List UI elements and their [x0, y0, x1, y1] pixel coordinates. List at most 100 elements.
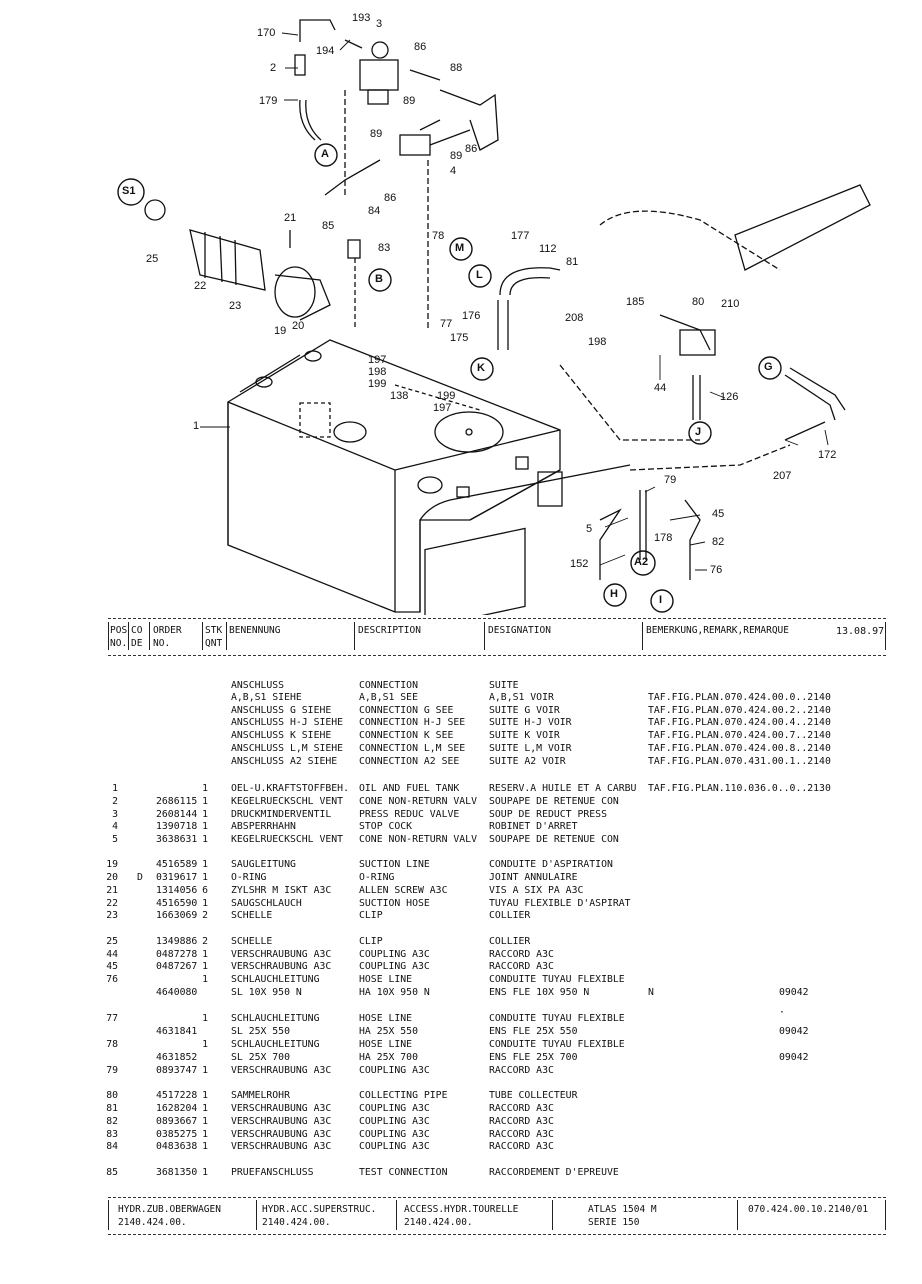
- designation-cell: RACCORD A3C: [489, 949, 554, 960]
- designation-cell: RESERV.A HUILE ET A CARBU: [489, 783, 637, 794]
- designation-cell: SUITE G VOIR: [489, 705, 560, 716]
- header-bar: [202, 622, 203, 650]
- order-cell: 0487278: [156, 949, 198, 960]
- designation-cell: RACCORD A3C: [489, 961, 554, 972]
- designation-cell: A,B,S1 VOIR: [489, 692, 554, 703]
- designation-cell: RACCORD A3C: [489, 1116, 554, 1127]
- description-cell: CONE NON-RETURN VALV: [359, 796, 477, 807]
- callout: 170: [257, 27, 276, 39]
- pos-cell: 2: [112, 796, 118, 807]
- callout: 198: [588, 336, 607, 348]
- pos-cell: 23: [106, 910, 118, 921]
- benennung-cell: ANSCHLUSS H-J SIEHE: [231, 717, 344, 728]
- remark-cell: TAF.FIG.PLAN.070.424.00.7..2140: [648, 730, 831, 741]
- callout: 185: [626, 296, 645, 308]
- order-cell: 4516589: [156, 859, 198, 870]
- callout: 207: [773, 470, 792, 482]
- callout: 210: [721, 298, 740, 310]
- callout: 208: [565, 312, 584, 324]
- footer-bar: [552, 1200, 553, 1230]
- description-cell: CONNECTION A2 SEE: [359, 756, 460, 767]
- description-cell: O-RING: [359, 872, 395, 883]
- pos-cell: 84: [106, 1141, 118, 1152]
- benennung-cell: SAMMELROHR: [231, 1090, 290, 1101]
- benennung-cell: ZYLSHR M ISKT A3C: [231, 885, 332, 896]
- callout: 138: [390, 390, 409, 402]
- callout: 84: [368, 205, 381, 217]
- description-cell: PRESS REDUC VALVE: [359, 809, 460, 820]
- header-bar: [885, 622, 886, 650]
- callout: 198: [368, 366, 387, 378]
- collecting-pipe-hoses: [394, 184, 871, 580]
- benennung-cell: SCHLAUCHLEITUNG: [231, 1039, 320, 1050]
- oil-fuel-tank: [227, 339, 631, 629]
- qty-cell: 1: [202, 1013, 208, 1024]
- description-cell: COLLECTING PIPE: [359, 1090, 448, 1101]
- benennung-cell: PRUEFANSCHLUSS: [231, 1167, 314, 1178]
- description-cell: HOSE LINE: [359, 974, 413, 985]
- order-cell: 4516590: [156, 898, 198, 909]
- header-bottom-rule: [108, 655, 886, 656]
- callout: 199: [368, 378, 387, 390]
- callout: 86: [384, 192, 397, 204]
- qty-cell: 1: [202, 961, 208, 972]
- circle-label-b: B: [375, 273, 383, 285]
- callout: 176: [462, 310, 481, 322]
- description-cell: COUPLING A3C: [359, 1065, 430, 1076]
- designation-cell: ENS FLE 25X 700: [489, 1052, 578, 1063]
- order-cell: 1663069: [156, 910, 198, 921]
- qty-cell: 1: [202, 898, 208, 909]
- description-cell: SUCTION HOSE: [359, 898, 430, 909]
- description-cell: SUCTION LINE: [359, 859, 430, 870]
- qty-cell: 6: [202, 885, 208, 896]
- benennung-cell: OEL-U.KRAFTSTOFFBEH.: [231, 783, 349, 794]
- callout: 89: [403, 95, 416, 107]
- description-cell: CONE NON-RETURN VALV: [359, 834, 477, 845]
- order-cell: 0487267: [156, 961, 198, 972]
- designation-cell: JOINT ANNULAIRE: [489, 872, 578, 883]
- qty-cell: 1: [202, 1141, 208, 1152]
- order-cell: 4631852: [156, 1052, 198, 1063]
- callout: 80: [692, 296, 705, 308]
- circle-label-i: I: [659, 594, 663, 606]
- remark-cell: TAF.FIG.PLAN.070.424.00.2..2140: [648, 705, 831, 716]
- benennung-cell: O-RING: [231, 872, 267, 883]
- qty-cell: 1: [202, 872, 208, 883]
- callout: 5: [586, 523, 593, 535]
- pos-cell: 85: [106, 1167, 118, 1178]
- benennung-cell: SL 25X 550: [231, 1026, 290, 1037]
- designation-cell: ENS FLE 10X 950 N: [489, 987, 590, 998]
- circle-label-g: G: [764, 361, 773, 373]
- description-cell: CONNECTION H-J SEE: [359, 717, 466, 728]
- header-top-rule: [108, 618, 886, 619]
- qty-cell: 1: [202, 1167, 208, 1178]
- callout: 86: [414, 41, 427, 53]
- description-cell: CONNECTION L,M SEE: [359, 743, 466, 754]
- leader-lines: [200, 32, 829, 571]
- order-cell: 1628204: [156, 1103, 198, 1114]
- designation-cell: SUITE K VOIR: [489, 730, 560, 741]
- designation-cell: RACCORD A3C: [489, 1141, 554, 1152]
